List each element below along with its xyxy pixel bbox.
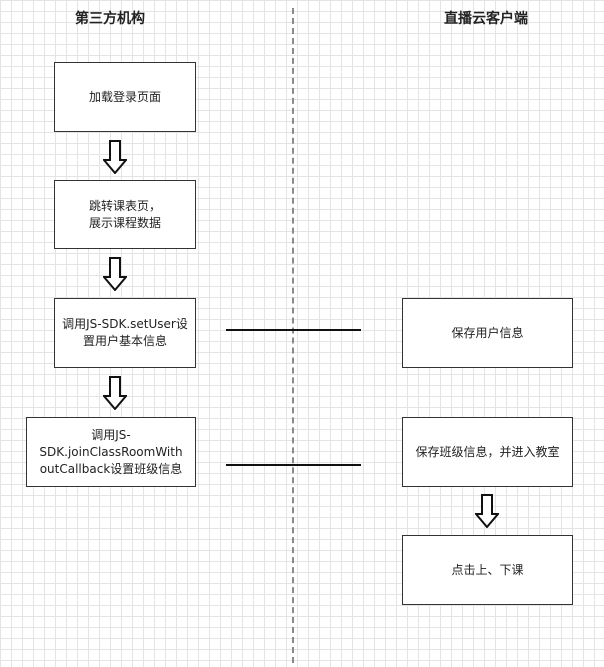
lane-divider — [292, 8, 294, 663]
step-label: 调用JS-SDK.setUser设置用户基本信息 — [62, 317, 188, 348]
step-label: 调用JS- SDK.joinClassRoomWith outCallback设… — [39, 427, 183, 476]
step-label: 点击上、下课 — [451, 562, 524, 577]
lane-title-live-client: 直播云客户端 — [444, 11, 528, 27]
down-arrow-icon — [103, 257, 127, 291]
step-set-user: 调用JS-SDK.setUser设置用户基本信息 — [54, 298, 196, 368]
step-label: 保存班级信息，并进入教室 — [415, 444, 560, 459]
down-arrow-icon — [103, 376, 127, 410]
step-save-class-info: 保存班级信息，并进入教室 — [402, 417, 573, 487]
lane-title-third-party: 第三方机构 — [75, 11, 145, 27]
connector-join-classroom — [226, 464, 361, 466]
step-save-user-info: 保存用户信息 — [402, 298, 573, 368]
step-label: 跳转课表页， 展示课程数据 — [88, 198, 161, 230]
down-arrow-icon — [103, 140, 127, 174]
step-label: 保存用户信息 — [451, 325, 524, 340]
step-load-login-page: 加载登录页面 — [54, 62, 196, 132]
step-start-end-class: 点击上、下课 — [402, 535, 573, 605]
step-label: 加载登录页面 — [88, 89, 161, 104]
step-schedule-page: 跳转课表页， 展示课程数据 — [54, 180, 196, 249]
step-join-classroom: 调用JS- SDK.joinClassRoomWith outCallback设… — [26, 417, 196, 487]
down-arrow-icon — [475, 494, 499, 528]
connector-set-user — [226, 329, 361, 331]
